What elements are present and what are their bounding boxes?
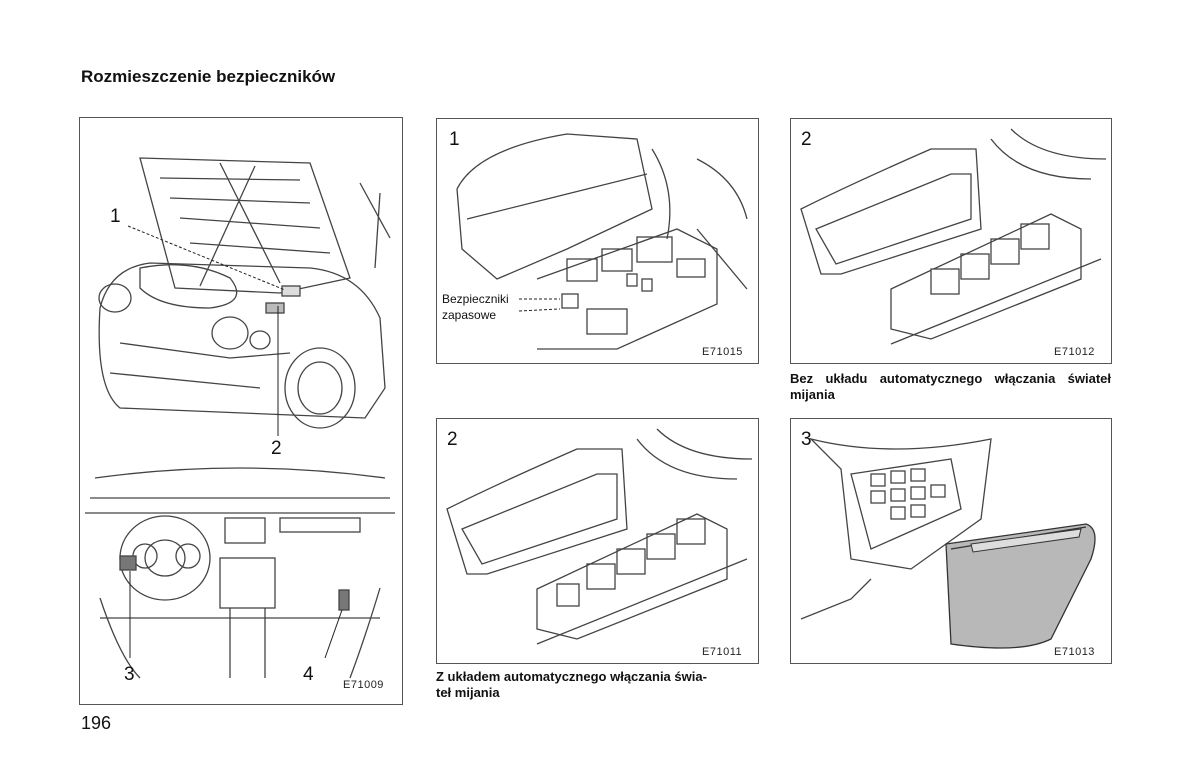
figure-1: 1 Bezpieczniki zapasowe E71015 [436,118,759,364]
callout-1: 1 [110,206,121,227]
spare-fuses-label-2: zapasowe [442,308,497,322]
figure-2b: 2 E71011 [436,418,759,664]
spare-fuses-label-1: Bezpieczniki [442,292,509,306]
figure-1-number: 1 [449,129,460,150]
figure-3-code: E71013 [1054,646,1095,658]
page-title: Rozmieszczenie bezpieczników [81,67,336,86]
figure-2a-code: E71012 [1054,346,1095,358]
caption-with-auto-lights-1: Z układem automatycznego włączania świa- [436,669,707,684]
fuse-box-cover-illustration-2 [446,428,753,645]
figure-2a-number: 2 [801,129,812,150]
caption-with-auto-lights-2: teł mijania [436,685,500,700]
figure-2b-number: 2 [447,429,458,450]
figure-1-code: E71015 [702,346,743,358]
figure-code: E71009 [343,679,384,691]
caption-without-auto-lights: Bez układu automatycznego włączania świa… [790,371,1111,402]
callout-2: 2 [271,438,282,459]
figure-3: 3 E71013 [790,418,1112,664]
fuse-box-cover-illustration [800,128,1107,345]
fuse-box-engine-illustration [456,133,748,350]
figure-3-number: 3 [801,429,812,450]
page-number: 196 [81,713,112,733]
figure-2b-code: E71011 [702,646,743,658]
glovebox-fuse-illustration [800,437,1096,649]
figure-overview: 1 2 3 4 E71009 [79,117,403,705]
callout-4: 4 [303,664,314,685]
car-overview-illustration [85,157,395,679]
callout-3: 3 [124,664,135,685]
figure-2a: 2 E71012 [790,118,1112,364]
